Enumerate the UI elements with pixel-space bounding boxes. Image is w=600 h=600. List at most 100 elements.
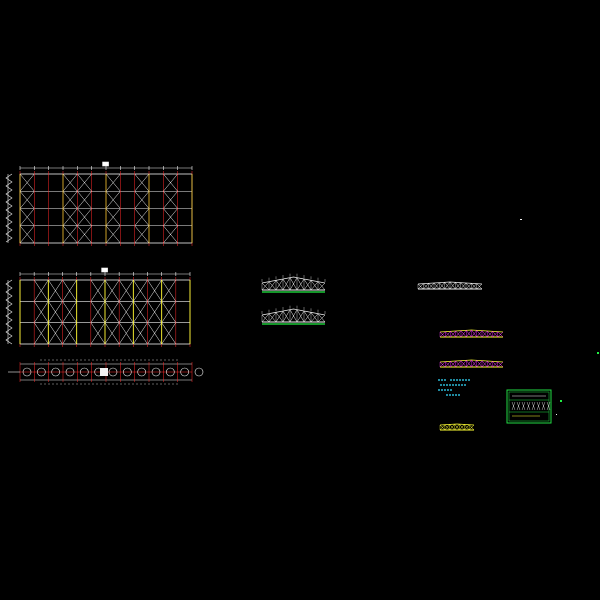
cad-line <box>468 424 475 431</box>
cad-line <box>19 225 35 244</box>
cad-line <box>268 312 277 323</box>
section-node <box>51 367 60 377</box>
cad-line <box>282 278 291 291</box>
plan-view-upper[interactable] <box>5 161 193 246</box>
cad-line <box>487 331 493 338</box>
section-node <box>37 367 46 377</box>
truss-elevation-6[interactable] <box>439 423 475 431</box>
cad-line <box>48 322 63 345</box>
cad-line <box>317 314 326 323</box>
section-strip[interactable] <box>8 359 204 385</box>
cad-line <box>531 401 536 411</box>
cad-line <box>471 330 477 338</box>
cad-line <box>303 278 312 291</box>
cad-line <box>48 279 63 302</box>
cad-line <box>147 301 162 323</box>
cad-line <box>105 225 121 244</box>
cad-line <box>471 360 477 368</box>
cad-line <box>317 281 326 291</box>
plan-edge-hatch <box>5 173 13 243</box>
cad-line <box>310 280 319 291</box>
cad-line <box>275 310 284 323</box>
truss-elevation-4[interactable] <box>439 329 504 338</box>
cad-line <box>460 282 467 290</box>
cad-line <box>428 282 435 290</box>
cad-line <box>268 313 277 323</box>
cad-line <box>62 191 78 209</box>
cad-line <box>282 310 291 323</box>
section-node <box>22 367 32 377</box>
cad-line <box>105 191 121 209</box>
plan-view-lower[interactable] <box>5 267 191 347</box>
cad-line <box>133 279 148 302</box>
cad-line <box>118 322 134 345</box>
cad-line <box>487 361 493 368</box>
cad-line <box>163 225 178 244</box>
cad-line <box>317 313 326 323</box>
plan-edge-hatch <box>5 279 13 345</box>
cad-line <box>439 361 446 368</box>
cad-line <box>163 173 178 192</box>
cad-rect <box>597 352 599 354</box>
plan-upper-bracing <box>19 173 178 244</box>
cad-line <box>118 301 134 323</box>
cad-line <box>481 360 488 368</box>
cad-line <box>48 301 63 323</box>
cad-line <box>317 282 326 291</box>
cad-line <box>147 322 162 345</box>
cad-line <box>444 281 451 290</box>
cad-line <box>77 208 92 226</box>
cad-line <box>289 309 298 323</box>
cad-line <box>455 360 462 368</box>
cad-line <box>296 277 305 291</box>
cad-line <box>161 322 177 345</box>
section-node <box>151 367 161 377</box>
cad-line <box>261 313 270 323</box>
cad-line <box>449 423 455 431</box>
cad-line <box>104 322 120 345</box>
cad-line <box>492 361 498 368</box>
cad-line <box>104 301 120 323</box>
section-node <box>65 367 75 377</box>
cad-line <box>104 279 120 302</box>
cad-line <box>105 208 121 226</box>
cad-line <box>296 310 305 323</box>
truss-elevation-2[interactable] <box>261 305 326 325</box>
cad-line <box>310 281 319 291</box>
plan-upper-columns <box>19 174 193 243</box>
cad-line <box>454 423 460 431</box>
cad-line <box>275 278 284 291</box>
annotation-notes <box>438 379 470 396</box>
cad-rect <box>101 267 108 273</box>
cad-rect <box>560 400 562 402</box>
truss-elevation-5[interactable] <box>439 359 504 368</box>
cad-line <box>19 208 35 226</box>
cad-line <box>466 329 472 338</box>
cad-line <box>19 191 35 209</box>
cad-line <box>439 424 446 431</box>
cad-rect <box>506 389 552 424</box>
section-node <box>80 367 89 377</box>
cad-line <box>466 359 472 368</box>
cad-line <box>433 282 440 290</box>
cad-line <box>77 173 92 192</box>
cad-rect <box>102 161 109 167</box>
cad-line <box>261 314 270 323</box>
drawing-title-block-icon[interactable] <box>506 389 552 424</box>
truss-elevation-3[interactable] <box>417 281 483 290</box>
cad-line <box>303 310 312 323</box>
cad-line <box>134 225 150 244</box>
cad-line <box>62 279 77 302</box>
cad-rect <box>508 391 550 422</box>
cad-line <box>476 360 483 368</box>
cad-line <box>521 401 526 411</box>
cad-line <box>19 173 35 192</box>
cad-line <box>134 173 150 192</box>
cad-line <box>536 401 541 411</box>
cad-line <box>90 301 106 323</box>
cad-line <box>459 424 465 431</box>
truss-elevation-1[interactable] <box>261 273 326 293</box>
cad-line <box>133 322 148 345</box>
cad-line <box>275 312 284 323</box>
